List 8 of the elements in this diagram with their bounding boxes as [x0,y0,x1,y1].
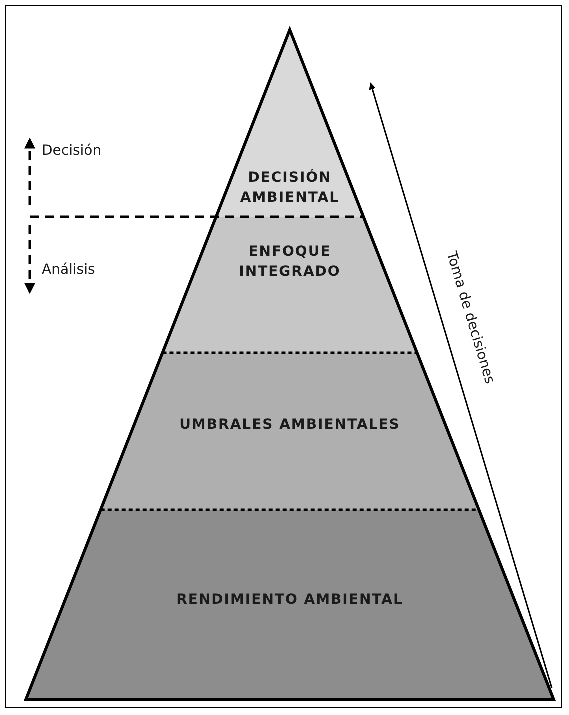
tier-label: RENDIMIENTO AMBIENTAL [176,591,404,610]
direction-label: Análisis [42,262,96,278]
direction-label: Decisión [42,143,102,159]
pyramid-tier [162,217,418,353]
tier-label: ENFOQUE INTEGRADO [238,243,342,282]
tier-label: UMBRALES AMBIENTALES [178,416,402,435]
pyramid-tier [26,510,554,700]
tier-label: DECISIÓN AMBIENTAL [239,168,341,208]
